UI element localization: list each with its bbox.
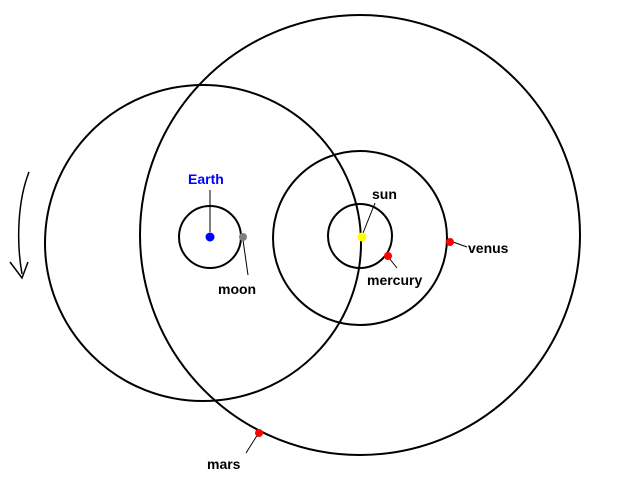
sun-orbit-around-earth	[44, 84, 362, 402]
earth-dot	[205, 232, 215, 242]
sun-leader-line	[362, 202, 376, 234]
rotation-direction-arrow	[9, 171, 30, 280]
mars-label: mars	[207, 456, 241, 472]
mercury-orbit	[327, 203, 393, 269]
earth-label: Earth	[188, 171, 224, 187]
sun-label: sun	[372, 186, 397, 202]
mercury-dot	[384, 252, 392, 260]
venus-orbit	[272, 150, 448, 326]
venus-leader-line	[452, 241, 468, 248]
mercury-leader-line	[388, 257, 398, 269]
venus-label: venus	[468, 240, 509, 256]
moon-dot	[239, 233, 247, 241]
moon-leader-line	[242, 239, 249, 276]
sun-dot	[357, 232, 367, 242]
venus-dot	[446, 238, 454, 246]
mars-leader-line	[245, 433, 259, 454]
mars-dot	[255, 429, 263, 437]
moon-label: moon	[218, 281, 256, 297]
mars-orbit	[139, 14, 581, 456]
mercury-label: mercury	[367, 272, 422, 288]
